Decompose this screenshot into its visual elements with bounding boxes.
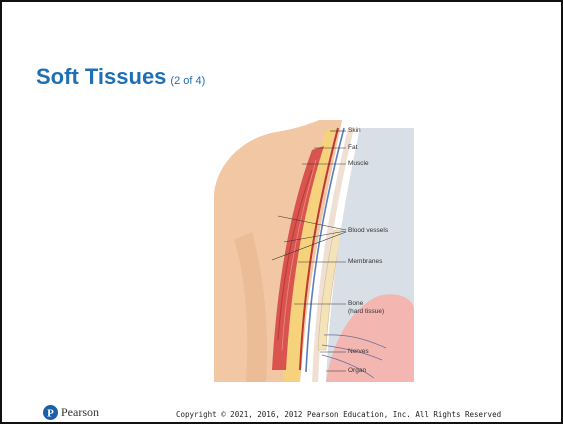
svg-text:P: P: [47, 408, 54, 420]
label-fat: Fat: [348, 144, 357, 152]
label-bone: Bone: [348, 300, 363, 308]
label-blood-vessels: Blood vessels: [348, 227, 388, 235]
pearson-logo-icon: P: [43, 405, 58, 420]
label-muscle: Muscle: [348, 160, 369, 168]
pearson-logo-text: Pearson: [61, 405, 99, 420]
label-nerves: Nerves: [348, 348, 369, 356]
copyright-notice: Copyright © 2021, 2016, 2012 Pearson Edu…: [176, 410, 501, 419]
label-bone-subtitle: (hard tissue): [348, 308, 384, 316]
label-organ: Organ: [348, 367, 366, 375]
pearson-logo: P Pearson: [43, 405, 99, 420]
label-skin: Skin: [348, 127, 361, 135]
label-membranes: Membranes: [348, 258, 382, 266]
